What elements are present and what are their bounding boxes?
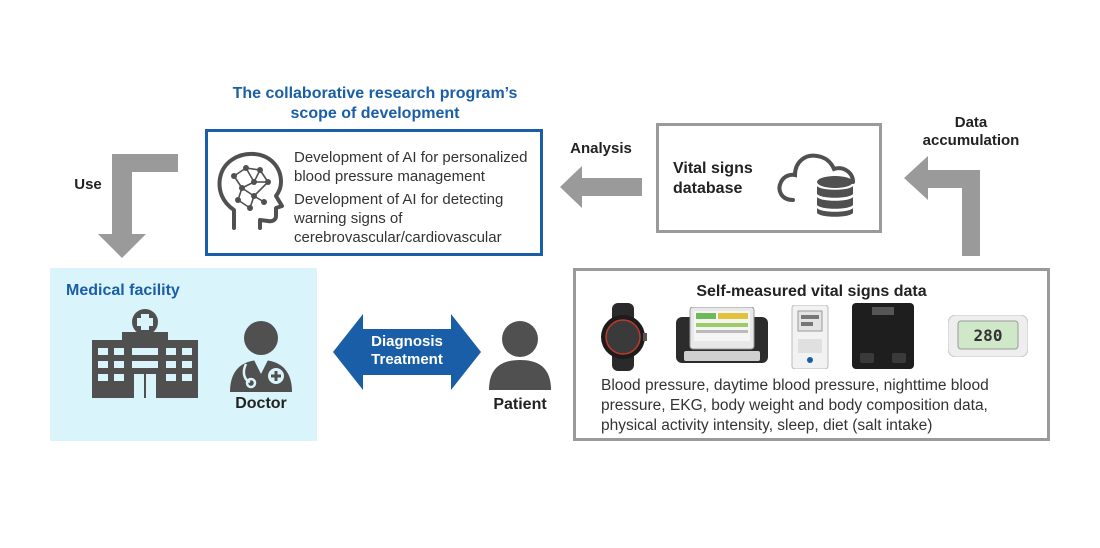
hospital-icon bbox=[90, 308, 200, 400]
doctor-label: Doctor bbox=[235, 395, 287, 412]
cloud-database-icon bbox=[773, 142, 869, 218]
database-title-line2: database bbox=[673, 180, 743, 197]
analysis-label: Analysis bbox=[570, 140, 632, 157]
smartwatch-icon bbox=[598, 303, 648, 371]
data-accumulation-label: Data accumulation bbox=[910, 114, 1032, 150]
scope-box: Development of AI for personalized blood… bbox=[205, 129, 543, 256]
patient-icon bbox=[489, 320, 551, 390]
use-arrow bbox=[98, 152, 180, 260]
wrist-bp-device-icon bbox=[790, 305, 830, 369]
pedometer-display: 280 bbox=[974, 326, 1003, 345]
scope-title: The collaborative research program’s sco… bbox=[190, 84, 560, 124]
self-measured-title: Self-measured vital signs data bbox=[696, 283, 927, 300]
diagnosis-label: Diagnosis bbox=[371, 333, 443, 350]
database-title-line1: Vital signs bbox=[673, 160, 753, 177]
self-measured-box: Self-measured vital signs data bbox=[573, 268, 1050, 441]
diagnosis-treatment-text: Diagnosis Treatment bbox=[353, 333, 461, 369]
scope-title-line2: scope of development bbox=[290, 105, 460, 122]
use-label: Use bbox=[74, 176, 102, 193]
medical-facility-title: Medical facility bbox=[66, 282, 180, 299]
data-accumulation-line1: Data bbox=[954, 114, 988, 131]
diagnosis-treatment-arrow bbox=[333, 314, 481, 390]
pedometer-icon: 280 bbox=[948, 315, 1028, 357]
scope-title-line1: The collaborative research program’s bbox=[232, 85, 518, 102]
patient-label: Patient bbox=[493, 396, 547, 413]
bp-monitor-icon bbox=[676, 307, 768, 365]
data-accumulation-arrow bbox=[904, 156, 980, 258]
data-accumulation-line2: accumulation bbox=[922, 132, 1020, 149]
medical-facility-panel: Medical facility bbox=[50, 268, 317, 441]
scope-item-personalized-bp: Development of AI for personalized blood… bbox=[294, 149, 528, 185]
body-composition-scale-icon bbox=[852, 303, 914, 369]
database-box: Vital signs database bbox=[656, 123, 882, 233]
doctor-icon bbox=[228, 318, 294, 392]
self-measured-description: Blood pressure, daytime blood pressure, … bbox=[601, 377, 989, 434]
ai-brain-icon bbox=[214, 150, 286, 232]
database-title: Vital signs database bbox=[673, 159, 753, 199]
analysis-arrow bbox=[560, 166, 644, 208]
treatment-label: Treatment bbox=[371, 351, 443, 368]
scope-item-warning-signs: Development of AI for detecting warning … bbox=[294, 191, 504, 246]
